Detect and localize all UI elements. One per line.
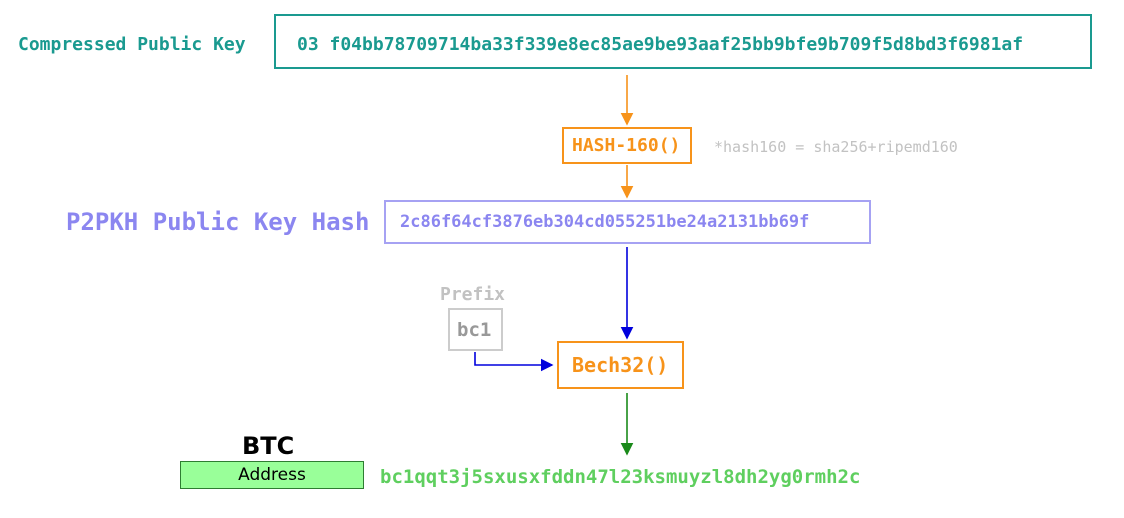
public-key-hash-value: 2c86f64cf3876eb304cd055251be24a2131bb69f — [400, 212, 810, 232]
public-key-hash-label: P2PKH Public Key Hash — [66, 208, 370, 236]
address-value: bc1qqt3j5sxusxfddn47l23ksmuyzl8dh2yg0rmh… — [380, 466, 861, 488]
prefix-box — [448, 308, 503, 351]
public-key-hash-box — [384, 200, 871, 244]
address-badge: Address — [180, 461, 364, 489]
public-key-label: Compressed Public Key — [18, 34, 246, 55]
coin-label: BTC — [242, 432, 295, 460]
bech32-label: Bech32() — [572, 353, 669, 377]
bech32-box — [557, 341, 684, 389]
arrow-prefix-to-bech32 — [474, 352, 554, 372]
public-key-box — [274, 14, 1092, 69]
hash160-label: HASH-160() — [572, 135, 681, 156]
prefix-label: Prefix — [440, 284, 506, 305]
hash160-note: *hash160 = sha256+ripemd160 — [714, 138, 958, 156]
public-key-value: 03 f04bb78709714ba33f339e8ec85ae9be93aaf… — [297, 34, 1024, 55]
prefix-value: bc1 — [457, 319, 492, 341]
hash160-box — [562, 127, 692, 164]
